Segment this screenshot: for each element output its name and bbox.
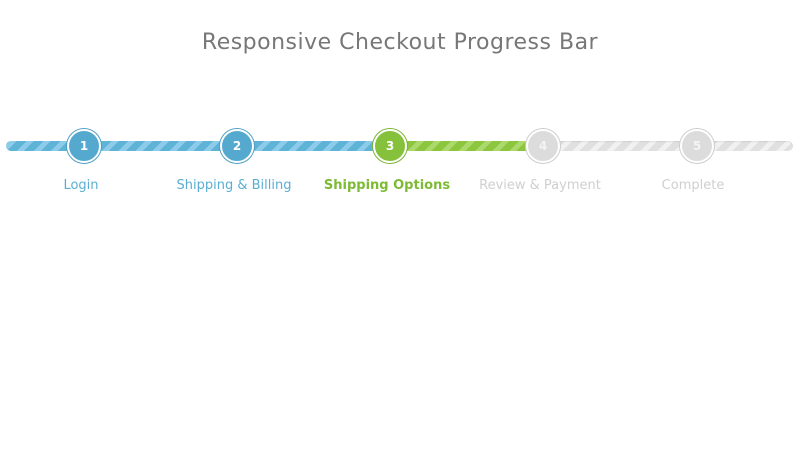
progress-track-remaining [543, 141, 793, 151]
step-5-complete-circle: 5 [680, 129, 714, 163]
step-5-label: Complete [661, 178, 725, 193]
step-2-label[interactable]: Shipping & Billing [176, 178, 292, 193]
page-title: Responsive Checkout Progress Bar [201, 30, 599, 55]
progress-track-completed [6, 141, 390, 151]
progress-track-active [390, 141, 543, 151]
step-2-shipping-billing-circle[interactable]: 2 [220, 129, 254, 163]
step-4-review-payment-circle: 4 [526, 129, 560, 163]
step-1-label[interactable]: Login [63, 178, 99, 193]
step-1-login-circle[interactable]: 1 [67, 129, 101, 163]
step-number: 1 [79, 139, 89, 153]
step-3-label[interactable]: Shipping Options [323, 178, 451, 193]
step-4-label: Review & Payment [479, 178, 601, 193]
step-number: 4 [538, 139, 548, 153]
step-number: 5 [692, 139, 702, 153]
step-number: 3 [385, 139, 395, 153]
step-number: 2 [232, 139, 242, 153]
step-3-shipping-options-circle[interactable]: 3 [373, 129, 407, 163]
